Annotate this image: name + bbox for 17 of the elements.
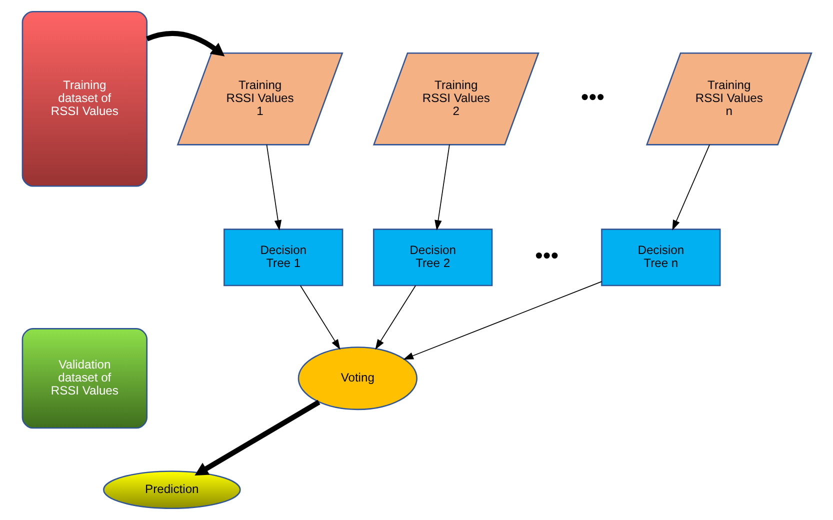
arrow <box>299 285 340 350</box>
node-box: Validation dataset of RSSI Values <box>21 328 147 429</box>
arrow <box>146 30 224 56</box>
label: ••• <box>580 84 604 110</box>
node-ellipse: Prediction <box>102 470 240 510</box>
node-ellipse: Voting <box>297 346 417 410</box>
label: ••• <box>534 242 558 268</box>
arrow <box>194 400 320 476</box>
node-box: Decision Tree n <box>600 228 720 286</box>
arrow <box>374 285 416 350</box>
node-box: Decision Tree 2 <box>372 228 492 286</box>
arrow <box>672 144 710 231</box>
node-box: Training dataset of RSSI Values <box>21 10 147 187</box>
arrow <box>402 281 602 360</box>
node-box: Decision Tree 1 <box>223 228 343 286</box>
arrow <box>434 144 450 231</box>
arrow <box>266 144 282 231</box>
